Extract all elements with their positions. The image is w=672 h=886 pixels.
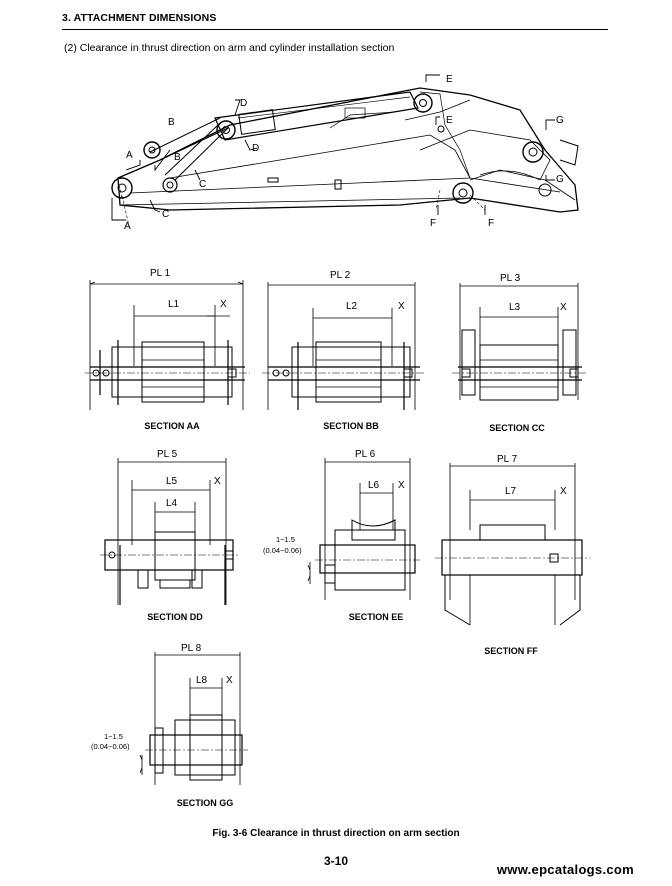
page-number: 3-10 [323,854,349,868]
section-bb-labels: PL 2 L2 X [330,270,405,312]
section-ff-label: SECTION FF [484,646,538,656]
section-gg-label: SECTION GG [176,798,234,808]
dim-l2: L2 [346,301,358,312]
section-ff-labels: PL 7 L7 X [497,454,567,497]
subtitle: (2) Clearance in thrust direction on arm… [64,42,395,54]
section-bb-drawing [262,282,425,410]
label-a-upper: A [126,150,133,161]
section-aa-label: SECTION AA [144,421,200,431]
section-aa-labels: PL 1 L1 X [150,268,227,310]
header-rule [62,29,608,30]
label-a-lower: A [124,221,131,232]
dim-pl7: PL 7 [497,454,518,465]
dim-pl1: PL 1 [150,268,171,279]
label-b-lower: B [174,152,181,163]
gap-note-ee-1: 1~1.5 [276,535,295,544]
label-b-upper: B [168,117,175,128]
gap-note-gg-2: (0.04~0.06) [91,742,130,751]
label-d-upper: D [240,98,247,109]
dim-x-ee: X [398,480,405,491]
dim-l4: L4 [166,498,178,509]
dim-pl2: PL 2 [330,270,351,281]
dim-x-cc: X [560,302,567,313]
figure-caption: Fig. 3-6 Clearance in thrust direction o… [212,828,460,839]
dim-x-bb: X [398,301,405,312]
section-gg-drawing [139,652,248,785]
section-cc-label: SECTION CC [489,423,545,433]
section-dd-drawing [100,458,240,605]
dim-pl8: PL 8 [181,643,202,654]
label-g-lower: G [556,174,564,185]
dim-x-ff: X [560,486,567,497]
section-cc-drawing [452,283,588,401]
dim-l3: L3 [509,302,521,313]
section-aa-drawing [85,280,250,410]
label-e-lower: E [446,115,453,126]
section-gg-labels: PL 8 L8 X 1~1.5 (0.04~0.06) [91,643,233,751]
section-ee-label: SECTION EE [348,612,404,622]
section-header: 3. ATTACHMENT DIMENSIONS [62,12,217,24]
dim-l5: L5 [166,476,178,487]
dim-pl5: PL 5 [157,449,178,460]
gap-note-gg-1: 1~1.5 [104,732,123,741]
label-c-upper: C [199,179,206,190]
label-f-left: F [430,218,436,229]
section-bb-label: SECTION BB [323,421,379,431]
dim-l7: L7 [505,486,517,497]
dim-l8: L8 [196,675,208,686]
section-ee-labels: PL 6 L6 X 1~1.5 (0.04~0.06) [263,449,405,555]
dim-x-gg: X [226,675,233,686]
dim-l1: L1 [168,299,180,310]
section-ff-drawing [435,463,590,626]
label-d-lower: D [252,143,259,154]
gap-note-ee-2: (0.04~0.06) [263,546,302,555]
section-cc-labels: PL 3 L3 X [500,273,567,313]
section-ee-drawing [307,458,420,600]
dim-x-dd: X [214,476,221,487]
label-f-right: F [488,218,494,229]
dim-pl6: PL 6 [355,449,376,460]
label-g-upper: G [556,115,564,126]
arm-overview-labels: A A B B C C D D E E F F G G [124,74,564,232]
label-e-upper: E [446,74,453,85]
label-c-lower: C [162,209,169,220]
watermark: www.epcatalogs.com [496,862,634,877]
section-dd-label: SECTION DD [147,612,203,622]
arm-overview-drawing [111,74,579,231]
dim-x-aa: X [220,299,227,310]
dim-pl3: PL 3 [500,273,521,284]
dim-l6: L6 [368,480,380,491]
section-dd-labels: PL 5 L5 X L4 [157,449,221,509]
